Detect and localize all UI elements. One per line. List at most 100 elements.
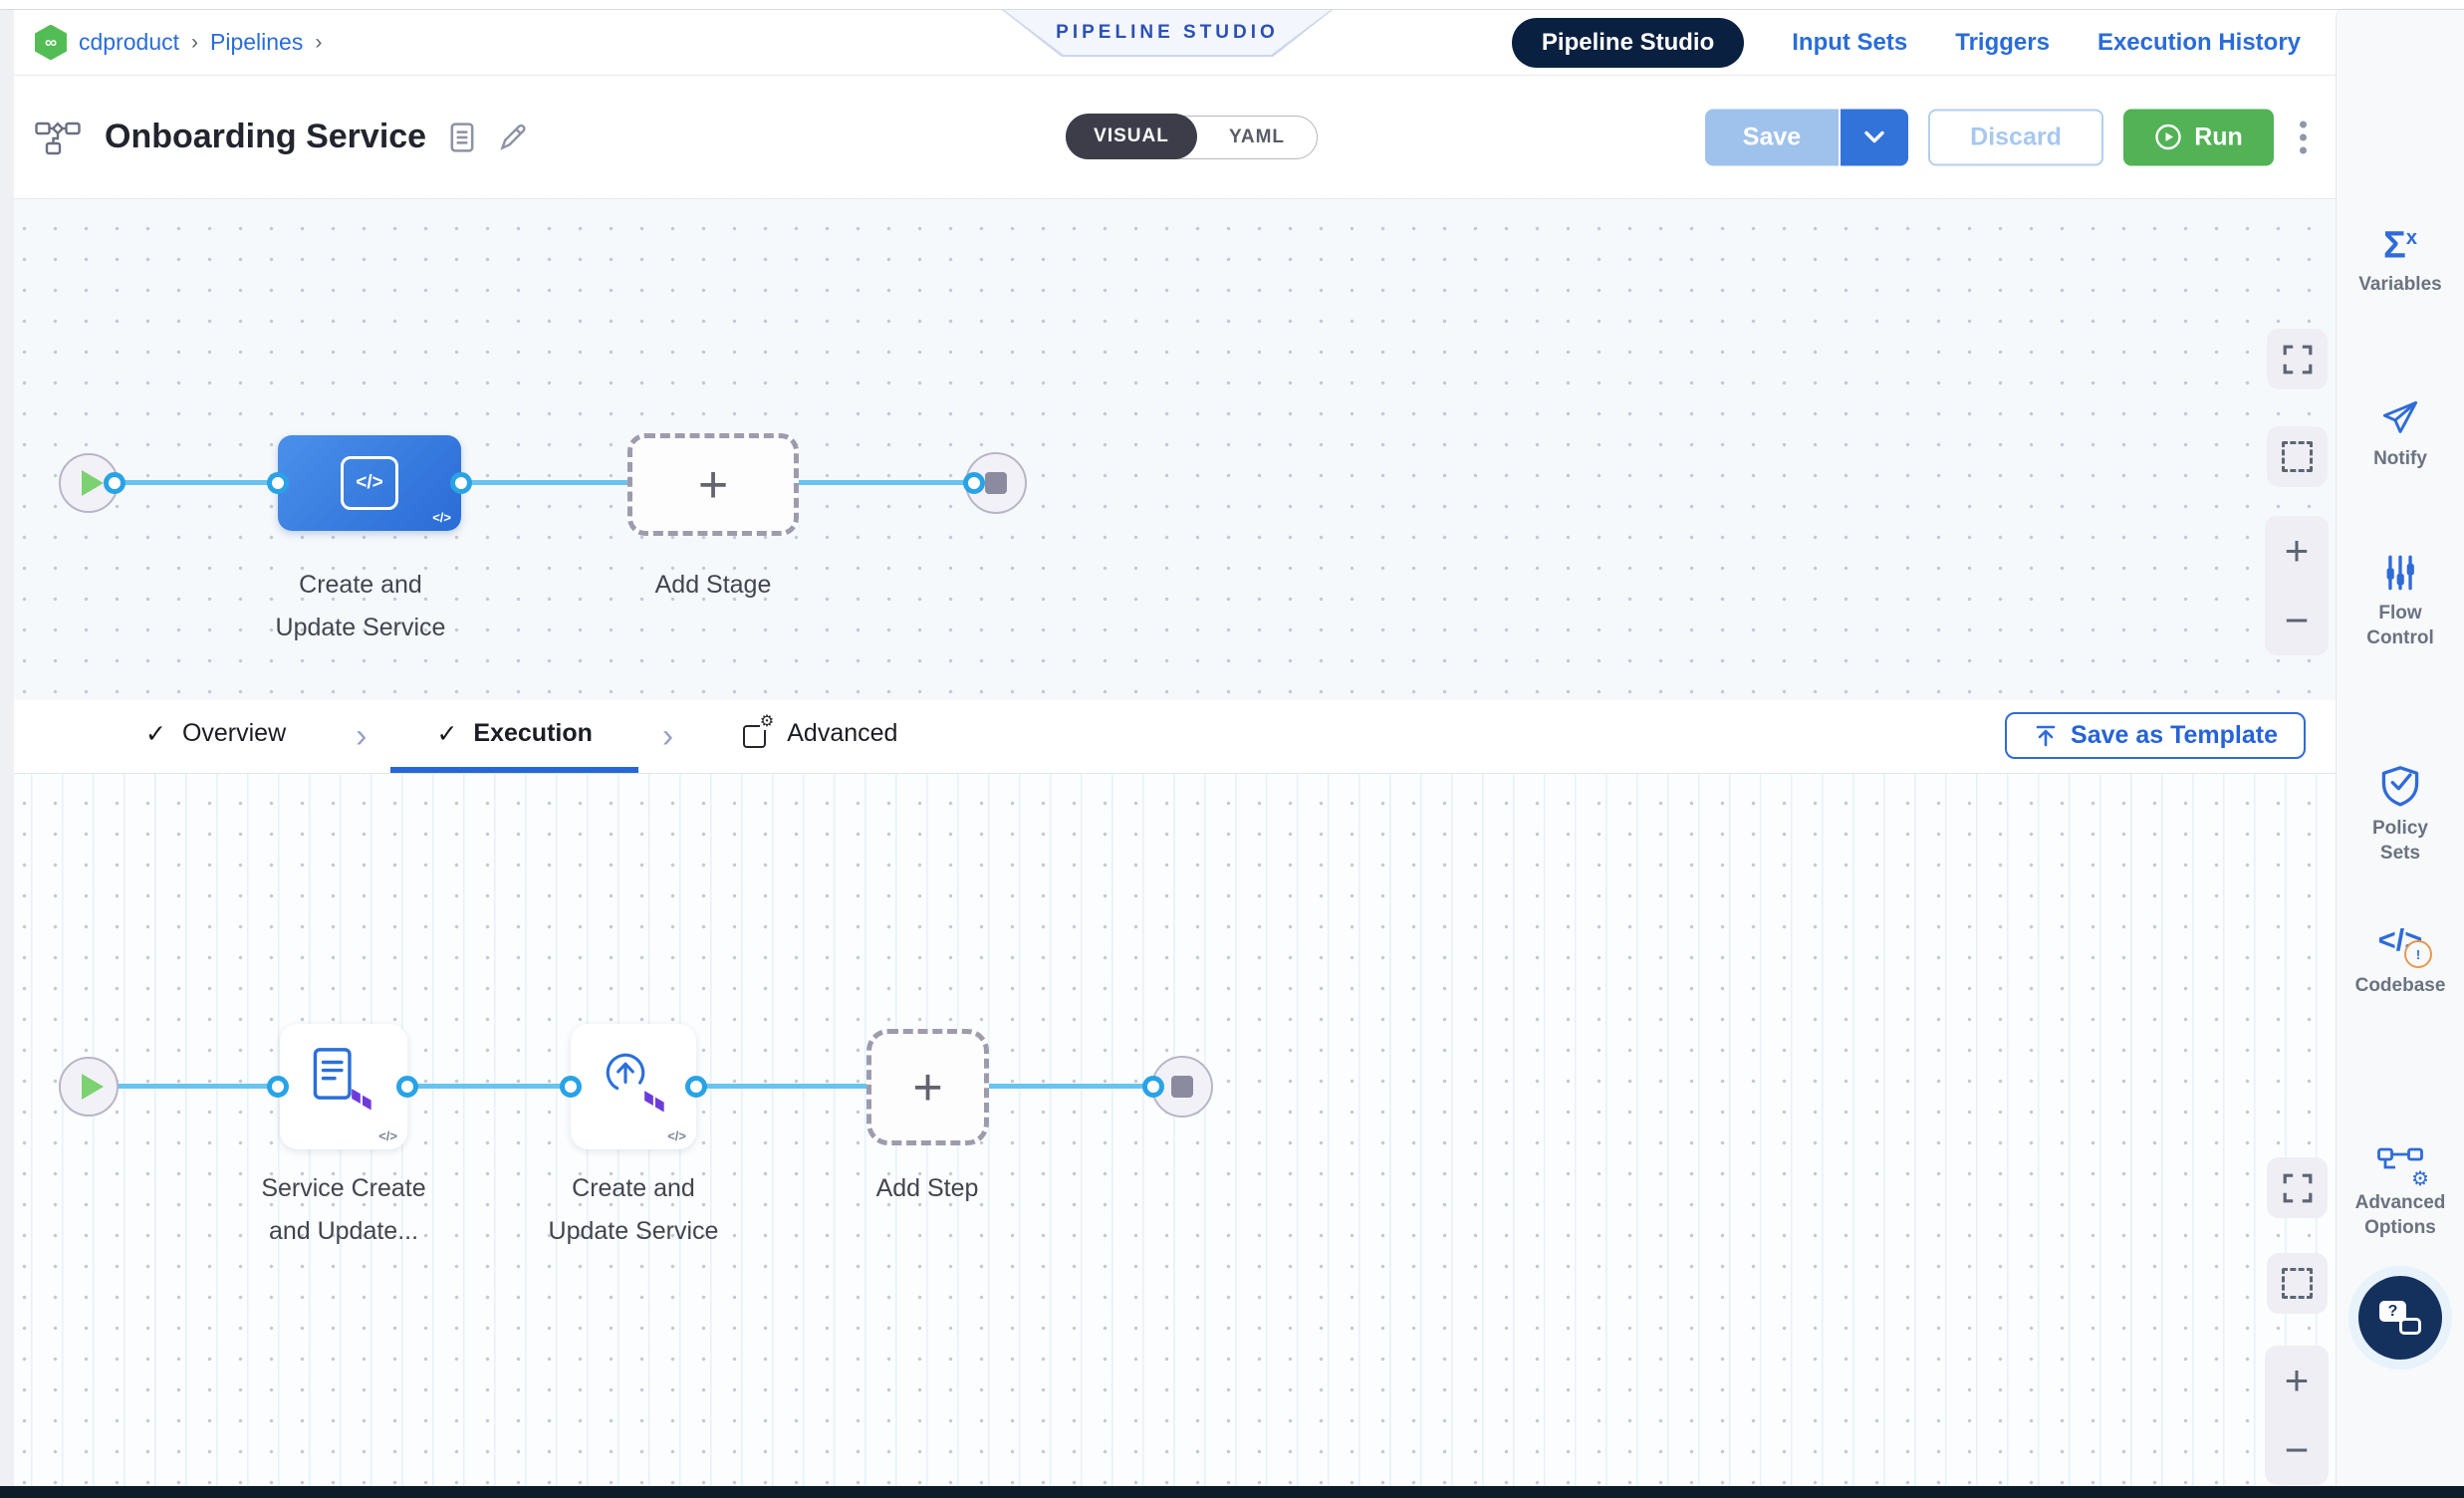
tab-execution-history[interactable]: Execution History [2096,29,2301,56]
custom-stage-icon: </> [341,456,398,510]
edge-port[interactable] [963,472,985,494]
breadcrumb-pipelines-link[interactable]: Pipelines [210,29,304,55]
header-actions: Save Discard Run [1705,109,2313,165]
add-step-button[interactable]: + [866,1029,989,1145]
rail-label: Notify [2373,448,2427,469]
harness-cd-module-icon[interactable]: ∞ [35,24,67,61]
run-button[interactable]: Run [2123,109,2274,165]
code-glyph: </> [356,472,383,493]
breadcrumb: ∞ cdproduct › Pipelines › [35,24,322,61]
canvas-select-button[interactable] [2267,426,2328,487]
rail-item-flow-control[interactable]: Flow Control [2337,554,2464,650]
gear-glyph: ⚙ [759,712,775,730]
stage-code-badge: </> [432,510,451,525]
execution-step-canvas[interactable]: </> Service Create and Update... </> Cre… [0,774,2337,1498]
tab-advanced-label: Advanced [787,719,898,747]
edit-pencil-icon[interactable] [498,122,529,152]
edge-port[interactable] [560,1076,582,1098]
advanced-options-icon: ⚙ [2377,1145,2429,1189]
save-as-template-button[interactable]: Save as Template [2005,712,2306,759]
canvas-fullscreen-button[interactable] [2267,329,2328,389]
edge-port[interactable] [104,472,125,494]
toggle-visual[interactable]: VISUAL [1066,113,1197,159]
tab-advanced[interactable]: ⚙ Advanced [697,700,943,773]
fullscreen-icon [2283,1173,2312,1202]
rail-item-notify[interactable]: Notify [2337,399,2464,471]
stage-edge-line [89,480,996,485]
help-chat-button[interactable]: ? [2358,1276,2442,1360]
breadcrumb-project-link[interactable]: cdproduct [79,29,180,55]
notify-send-icon [2382,400,2418,433]
chevron-right-icon: › [191,30,199,54]
rollback-arrow-icon [606,1053,645,1093]
tab-overview-label: Overview [181,719,287,747]
edge-port[interactable] [1142,1076,1164,1098]
edge-port[interactable] [396,1076,418,1098]
step-node-service-create-update[interactable]: </> [280,1024,407,1149]
rail-item-variables[interactable]: Σx Variables [2337,221,2464,297]
tab-pipeline-studio[interactable]: Pipeline Studio [1511,18,1745,68]
tab-triggers[interactable]: Triggers [1955,29,2050,56]
add-stage-button[interactable]: + [627,433,799,536]
edge-port[interactable] [450,472,472,494]
description-doc-icon[interactable] [450,122,474,152]
run-label: Run [2194,123,2243,150]
stage-node-create-update-service[interactable]: </> </> [278,435,461,531]
visual-yaml-toggle: VISUAL YAML [1066,113,1318,159]
add-step-label: Add Step [875,1174,979,1202]
discard-button[interactable]: Discard [1928,109,2103,165]
rail-item-policy-sets[interactable]: Policy Sets [2337,765,2464,866]
zoom-in-button[interactable]: + [2284,527,2310,574]
edge-port[interactable] [267,1076,289,1098]
step2-label: Create and Update Service [548,1174,719,1245]
top-divider [0,9,2464,10]
check-icon: ✓ [145,719,166,748]
tab-input-sets[interactable]: Input Sets [1792,29,1908,56]
add-stage-label: Add Stage [654,571,772,599]
more-options-kebab-icon[interactable] [2294,117,2313,157]
zoom-out-button[interactable]: − [2284,1426,2310,1473]
step-node-create-update-service[interactable]: </> [571,1024,696,1149]
advanced-settings-icon: ⚙ [743,713,775,748]
tab-execution[interactable]: ✓ Execution [390,700,638,773]
save-button[interactable]: Save [1705,109,1839,165]
chat-question-icon: ? [2379,1301,2421,1335]
edge-port[interactable] [267,472,289,494]
tab-overview[interactable]: ✓ Overview [100,700,332,773]
rail-label: Variables [2358,273,2442,295]
save-dropdown-button[interactable] [1841,109,1908,165]
stage-canvas[interactable]: </> </> Create and Update Service + Add … [0,199,2337,700]
canvas-select-button[interactable] [2267,1253,2328,1314]
edge-port[interactable] [685,1076,707,1098]
gear-glyph: ⚙ [2411,1168,2429,1190]
rail-label: Advanced Options [2354,1192,2446,1238]
execution-start-node[interactable] [59,1057,119,1117]
save-as-template-label: Save as Template [2071,721,2278,749]
variables-sigma-icon: Σx [2383,224,2417,267]
infinity-glyph: ∞ [44,32,58,52]
chevron-right-icon: › [661,717,674,755]
chevron-right-icon: › [356,717,368,755]
pipeline-studio-banner: PIPELINE STUDIO [1002,10,1333,57]
rail-item-codebase[interactable]: </> ! Codebase [2337,922,2464,998]
toggle-yaml[interactable]: YAML [1228,125,1286,147]
flow-control-sliders-icon [2386,555,2414,591]
pipeline-title-group: Onboarding Service [35,118,529,156]
plus-icon: + [912,1058,943,1117]
play-circle-icon [2155,124,2181,150]
step1-label: Service Create and Update... [261,1174,426,1245]
fullscreen-icon [2283,345,2312,374]
marquee-select-icon [2282,1268,2313,1299]
zoom-out-button[interactable]: − [2284,597,2310,643]
canvas-fullscreen-button[interactable] [2267,1157,2328,1218]
rail-item-advanced-options[interactable]: ⚙ Advanced Options [2337,1145,2464,1240]
main-content: ∞ cdproduct › Pipelines › PIPELINE STUDI… [0,10,2337,1498]
terraform-icon [644,1091,664,1113]
canvas-zoom-controls: + − [2265,516,2329,655]
zoom-in-button[interactable]: + [2284,1357,2310,1403]
start-play-icon [81,470,104,496]
pipeline-graph-icon [35,121,81,154]
pipeline-tools-rail: Σx Variables Notify [2336,8,2464,1498]
pipeline-studio-banner-label: PIPELINE STUDIO [1004,10,1331,55]
codebase-icon: </> ! [2372,922,2432,968]
